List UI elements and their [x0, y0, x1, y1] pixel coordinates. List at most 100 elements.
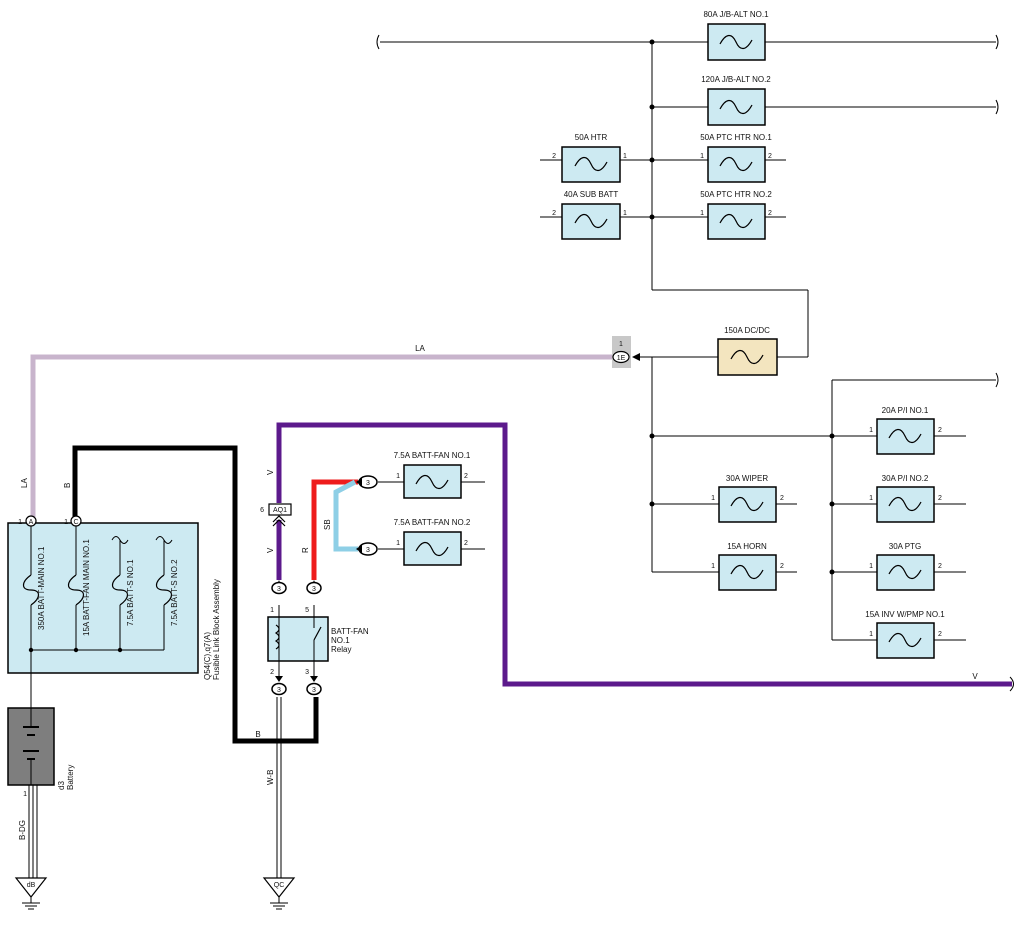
pin-number: 2 — [938, 427, 942, 434]
fuse-20a-pi-no1[interactable]: 20A P/I NO.1 1 2 — [869, 406, 942, 455]
fuse-50a-htr[interactable]: 50A HTR 2 1 — [552, 133, 627, 183]
connector-aq1[interactable]: AQ1 6 — [260, 503, 292, 527]
fuse-7-5a-batt-fan-no2[interactable]: 7.5A BATT-FAN NO.2 1 2 — [394, 518, 471, 566]
pin-number: 1 — [619, 341, 623, 348]
fuse-30a-pi-no2[interactable]: 30A P/I NO.2 1 2 — [869, 474, 942, 523]
fuse-label: 7.5A BATT-FAN NO.1 — [394, 451, 471, 460]
fuse-label: 15A BATT-FAN MAIN NO.1 — [82, 539, 91, 636]
wire-code-sb: SB — [323, 519, 332, 530]
battery[interactable]: 1 d3 Battery — [7, 707, 75, 798]
fuse-label: 40A SUB BATT — [564, 190, 619, 199]
fuse-label: 80A J/B-ALT NO.1 — [703, 10, 769, 19]
relay-label-line2: NO.1 — [331, 636, 350, 645]
pin-number: 2 — [464, 473, 468, 480]
battery-id: d3 — [57, 781, 66, 790]
wire-code-wb: W-B — [266, 770, 275, 785]
fuse-label: 7.5A BATT-S NO.1 — [126, 559, 135, 626]
wire-b — [72, 445, 319, 744]
terminal-c: C 1 — [64, 515, 82, 527]
svg-text:QC: QC — [274, 882, 285, 889]
pin-number: 1 — [869, 563, 873, 570]
fuse-80a-jb-alt-no1[interactable]: 80A J/B-ALT NO.1 — [703, 10, 769, 61]
thin-bus-lines — [378, 41, 996, 641]
fuse-120a-jb-alt-no2[interactable]: 120A J/B-ALT NO.2 — [701, 75, 771, 126]
fuse-7-5a-batt-fan-no1[interactable]: 7.5A BATT-FAN NO.1 1 2 — [394, 451, 471, 499]
pin-number: 1 — [711, 563, 715, 570]
v-wire-continuation-mark — [1009, 676, 1014, 692]
fuse-label: 15A INV W/PMP NO.1 — [865, 610, 945, 619]
connector-1e[interactable]: 1E 1 — [612, 336, 631, 368]
ground-db: dB — [14, 877, 48, 910]
wire-bdg — [28, 785, 38, 878]
wire-code-la: LA — [415, 344, 425, 353]
pin-number: 2 — [464, 540, 468, 547]
pin-number: 1 — [711, 495, 715, 502]
pin-number: 6 — [260, 507, 264, 514]
wire-code-r: R — [301, 547, 310, 553]
fuse-label: 30A PTG — [889, 542, 921, 551]
pin-number: 1 — [700, 153, 704, 160]
block-title-line1: Q54(C),q7(A) — [203, 632, 212, 680]
fuse-label: 50A HTR — [575, 133, 608, 142]
relay-label-line3: Relay — [331, 645, 351, 654]
block-title-line2: Fusible Link Block Assembly — [212, 579, 221, 680]
fuse-label: 120A J/B-ALT NO.2 — [701, 75, 771, 84]
pin-number: 2 — [768, 153, 772, 160]
svg-text:3: 3 — [312, 586, 316, 593]
fuse-50a-ptc-htr-no2[interactable]: 50A PTC HTR NO.2 1 2 — [700, 190, 772, 240]
svg-text:1: 1 — [18, 519, 22, 526]
svg-text:3: 3 — [366, 547, 370, 554]
fusible-link-block[interactable]: A 1 C 1 350A BAT — [7, 515, 221, 708]
batt-fan-relay[interactable]: 1 5 2 3 BATT-FAN NO.1 Relay — [267, 605, 369, 680]
fuse-label: 150A DC/DC — [724, 326, 770, 335]
fuse-15a-inv-wpmp-no1[interactable]: 15A INV W/PMP NO.1 1 2 — [865, 610, 945, 659]
svg-text:3: 3 — [312, 687, 316, 694]
fuse-50a-ptc-htr-no1[interactable]: 50A PTC HTR NO.1 1 2 — [700, 133, 772, 183]
pin-number: 1 — [623, 210, 627, 217]
pin-number: 1 — [270, 607, 274, 614]
fuse-label: 350A BATT-MAIN NO.1 — [37, 546, 46, 630]
svg-text:3: 3 — [277, 586, 281, 593]
connector-oval: 3 — [306, 580, 322, 595]
connector-label: AQ1 — [273, 507, 287, 514]
svg-text:1: 1 — [64, 519, 68, 526]
pin-number: 2 — [938, 631, 942, 638]
connector-oval: 3 — [356, 475, 378, 489]
relay-label-line1: BATT-FAN — [331, 627, 369, 636]
pin-number: 2 — [768, 210, 772, 217]
pin-number: 1 — [396, 473, 400, 480]
terminal-a: A 1 — [18, 515, 37, 527]
wire-code-la-side: LA — [20, 478, 29, 488]
pin-number: 1 — [623, 153, 627, 160]
wire-v-main — [276, 422, 1012, 687]
wire-r — [311, 479, 358, 580]
fuse-label: 30A P/I NO.2 — [882, 474, 929, 483]
pin-number: 1 — [869, 495, 873, 502]
pin-number: 2 — [552, 210, 556, 217]
fuse-30a-ptg[interactable]: 30A PTG 1 2 — [869, 542, 942, 591]
fuse-label: 50A PTC HTR NO.2 — [700, 190, 772, 199]
connector-oval: 3 — [356, 542, 378, 556]
pin-number: 2 — [938, 563, 942, 570]
pin-number: 2 — [780, 495, 784, 502]
batt-fan-fuse-connectors: 3 3 — [356, 475, 378, 556]
fuse-label: 20A P/I NO.1 — [882, 406, 929, 415]
svg-text:C: C — [73, 519, 78, 526]
fuse-label: 7.5A BATT-S NO.2 — [170, 559, 179, 626]
fuse-15a-horn[interactable]: 15A HORN 1 2 — [711, 542, 784, 591]
pin-number: 1 — [869, 427, 873, 434]
pin-number: 2 — [552, 153, 556, 160]
relay-connectors: 3 3 3 3 — [271, 580, 322, 696]
pin-number: 2 — [780, 563, 784, 570]
connector-oval: 3 — [306, 676, 322, 696]
fuse-30a-wiper[interactable]: 30A WIPER 1 2 — [711, 474, 784, 523]
fuse-label: 50A PTC HTR NO.1 — [700, 133, 772, 142]
fuse-150a-dcdc[interactable]: 150A DC/DC — [717, 326, 778, 376]
pin-number: 2 — [938, 495, 942, 502]
fuse-label: 15A HORN — [727, 542, 767, 551]
wire-code-b-bottom: B — [255, 730, 260, 739]
svg-text:dB: dB — [27, 882, 36, 889]
pin-number: 1 — [869, 631, 873, 638]
fuse-40a-sub-batt[interactable]: 40A SUB BATT 2 1 — [552, 190, 627, 240]
